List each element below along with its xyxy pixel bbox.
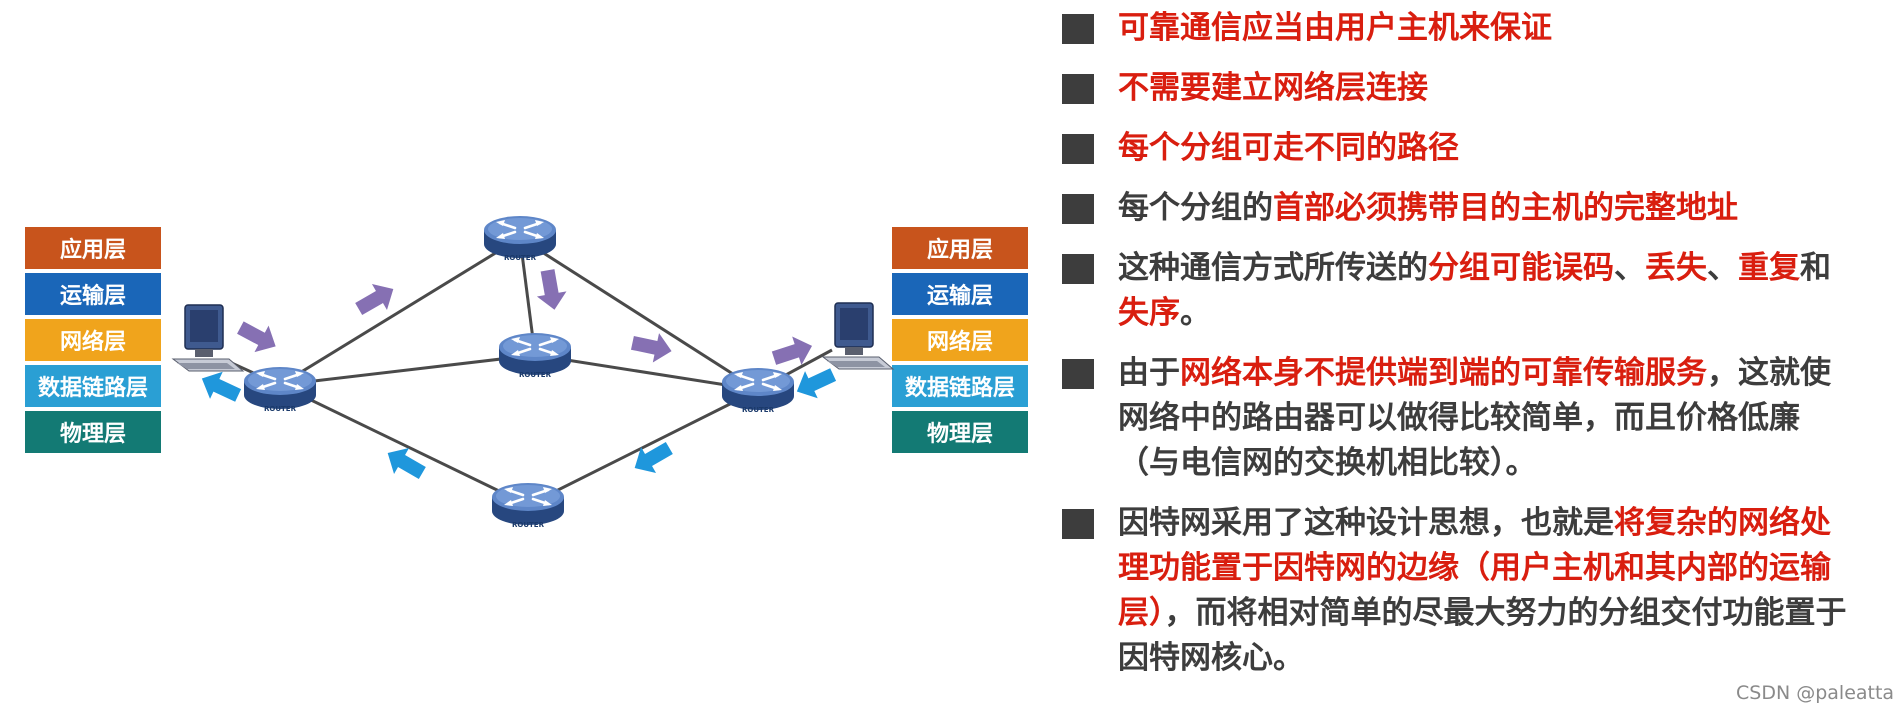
layer-datalink [25,365,161,407]
layer-transport [25,273,161,315]
right-protocol-stack: 应用层 运输层 网络层 数据链路层 物理层 [892,227,1028,453]
router-label: ROUTER [742,406,775,414]
layer-transport [892,273,1028,315]
emphasis-text: 丢失 [1645,250,1707,286]
packet-arrow-icon [233,314,283,360]
emphasis-text: 网络本身不提供端到端的可靠传输服务 [1180,355,1707,391]
bullet-text: 因特网采用了这种设计思想，也就是 [1118,505,1614,541]
layer-label-datalink: 数据链路层 [38,375,148,401]
left-host-computer-icon [172,304,244,372]
link [279,353,536,387]
watermark: CSDN @paleatta [1736,682,1895,704]
router-icon [497,331,573,377]
router-label: ROUTER [519,371,552,379]
explanation-list: 可靠通信应当由用户主机来保证不需要建立网络层连接每个分组可走不同的路径每个分组的… [1060,6,1860,696]
bullet-text: 、 [1614,250,1645,286]
layer-label-network: 网络层 [60,329,126,355]
link [527,388,759,507]
router-middle: ROUTER [497,331,573,379]
bullet-text: 这种通信方式所传送的 [1118,250,1428,286]
packet-arrow-icon [195,364,245,410]
router-bottom: ROUTER [490,481,566,529]
router-icon [242,365,318,411]
layer-label-physical: 物理层 [927,421,993,447]
network-diagram: 应用层 运输层 网络层 数据链路层 物理层 应用层 运输层 网络层 数据链路层 … [25,214,1028,529]
router-icon [482,214,558,260]
router-left: ROUTER [242,365,318,413]
layer-label-transport: 运输层 [60,283,126,309]
bullet-item: 每个分组的首部必须携带目的主机的完整地址 [1060,186,1860,231]
bullet-text: ，而将相对简单的尽最大努力的分组交付功能置于因特网核心。 [1118,595,1847,676]
router-label: ROUTER [504,254,537,262]
layer-datalink [892,365,1028,407]
layer-label-datalink: 数据链路层 [905,375,1015,401]
router-top: ROUTER [482,214,558,262]
bullet-text: ，这就使网络中的路由器可以做得比较简单，而且价格低廉（与电信网的交换机相比较）。 [1118,355,1831,481]
router-label: ROUTER [512,521,545,529]
packet-arrow-icon [769,331,817,373]
bullet-text: 每个分组的 [1118,190,1273,226]
emphasis-text: 失序 [1118,295,1180,331]
bullet-text: 和 [1800,250,1831,286]
emphasis-text: 首部必须携带目的主机的完整地址 [1273,190,1738,226]
left-protocol-stack: 应用层 运输层 网络层 数据链路层 物理层 [25,227,161,453]
router-label: ROUTER [264,405,297,413]
bullet-item: 由于网络本身不提供端到端的可靠传输服务，这就使网络中的路由器可以做得比较简单，而… [1060,351,1860,486]
layer-network [892,319,1028,361]
link [279,236,521,387]
bullet-item: 每个分组可走不同的路径 [1060,126,1860,171]
layer-network [25,319,161,361]
emphasis-text: 可靠通信应当由用户主机来保证 [1118,10,1552,46]
layer-label-app: 应用层 [927,237,993,263]
bullet-item: 这种通信方式所传送的分组可能误码、丢失、重复和失序。 [1060,246,1860,336]
link [519,236,759,392]
router-icon [720,366,796,412]
emphasis-text: 将复杂的网络处理功能置于因特网的边缘（用户主机和其内部的运输层） [1118,505,1831,631]
bullet-item: 可靠通信应当由用户主机来保证 [1060,6,1860,51]
router-icon [490,481,566,527]
layer-physical [892,411,1028,453]
right-host-computer-icon [822,302,894,370]
emphasis-text: 重复 [1738,250,1800,286]
bullet-text: 由于 [1118,355,1180,391]
bullet-item: 因特网采用了这种设计思想，也就是将复杂的网络处理功能置于因特网的边缘（用户主机和… [1060,501,1860,681]
layer-physical [25,411,161,453]
emphasis-text: 分组可能误码 [1428,250,1614,286]
layer-label-network: 网络层 [927,329,993,355]
bullet-item: 不需要建立网络层连接 [1060,66,1860,111]
layer-app [892,227,1028,269]
bullet-text: 。 [1180,295,1211,331]
layer-app [25,227,161,269]
link [279,383,529,507]
emphasis-text: 每个分组可走不同的路径 [1118,130,1459,166]
layer-label-app: 应用层 [60,237,126,263]
layer-label-transport: 运输层 [927,283,993,309]
emphasis-text: 不需要建立网络层连接 [1118,70,1428,106]
layer-label-physical: 物理层 [60,421,126,447]
bullet-text: 、 [1707,250,1738,286]
packet-arrow-icon [532,267,570,313]
router-right: ROUTER [720,366,796,414]
link [534,353,759,392]
